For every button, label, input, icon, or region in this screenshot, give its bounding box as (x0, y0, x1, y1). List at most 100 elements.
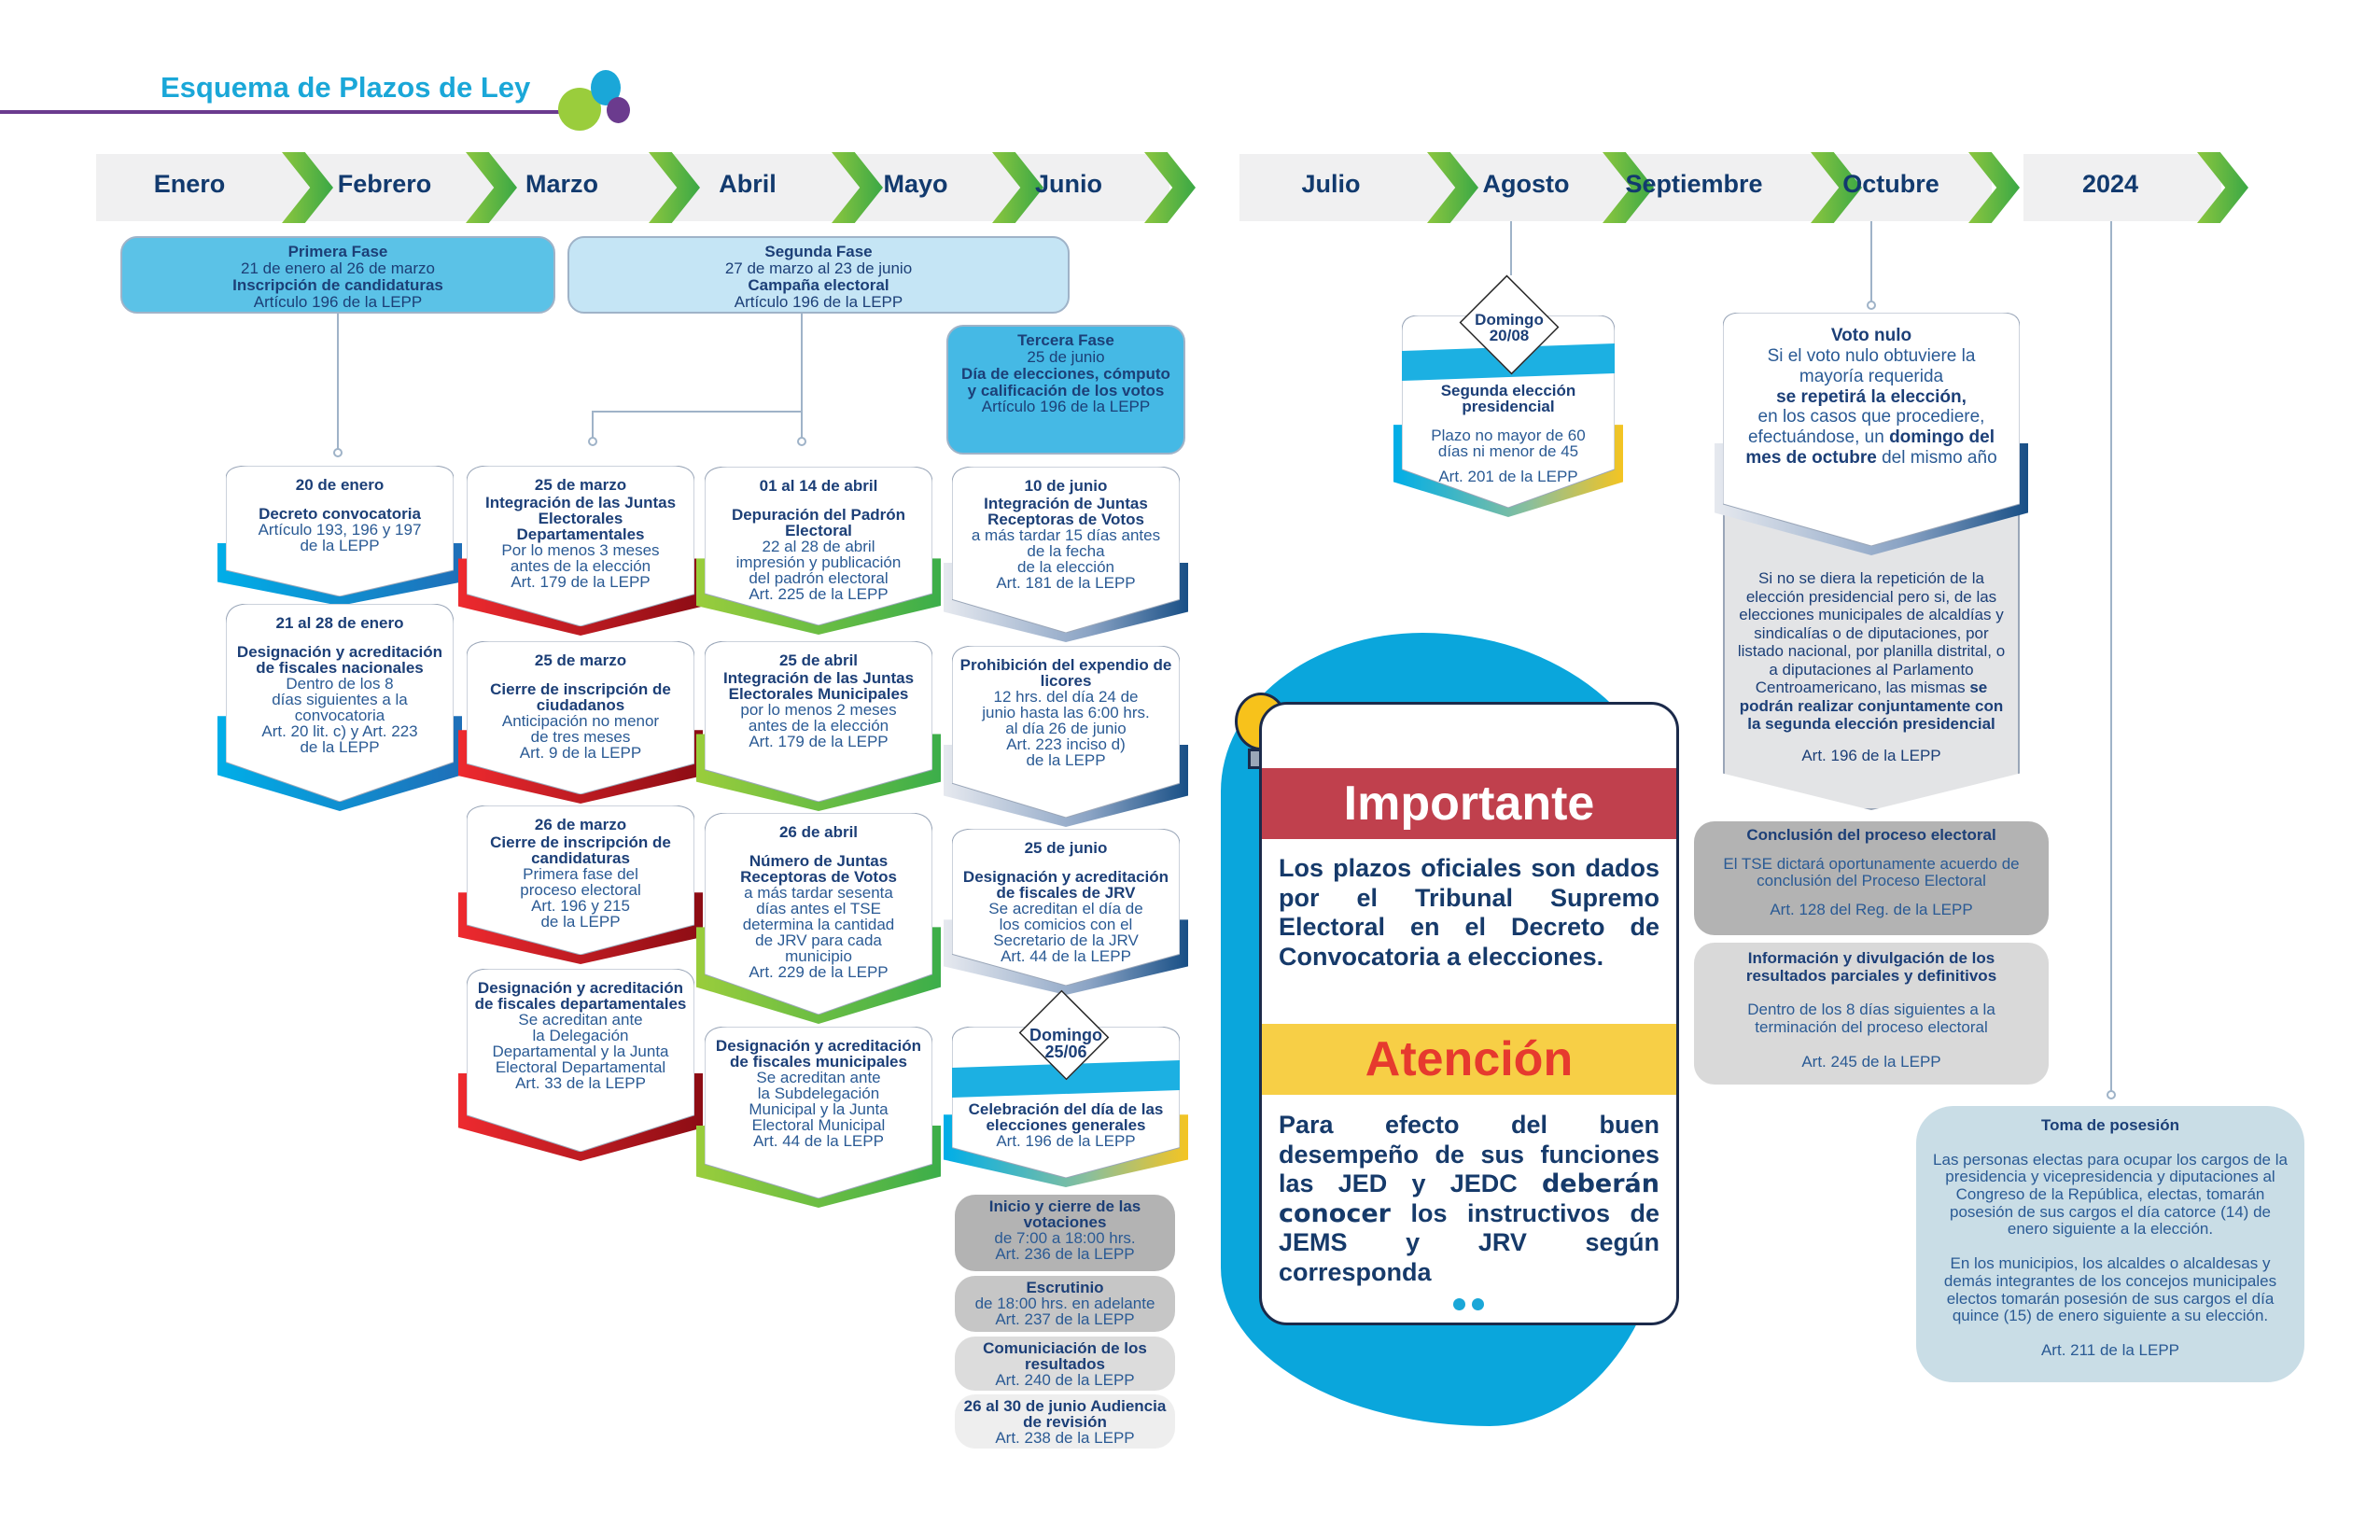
card-body-line: convocatoria (294, 707, 385, 724)
pager-dots (1453, 1298, 1491, 1311)
card-body-line: Anticipación no menor (501, 712, 660, 730)
information-box: Información y divulgación de los resulta… (1694, 943, 2049, 1085)
phase-ref: Artículo 196 de la LEPP (734, 292, 903, 311)
card-body-line: Art. 9 de la LEPP (519, 744, 642, 762)
phase-ref: Artículo 196 de la LEPP (981, 398, 1151, 416)
month-label: Mayo (883, 170, 948, 198)
month-label: Junio (1035, 170, 1102, 198)
card-shape (226, 604, 454, 802)
card-body-line: a más tardar 15 días antes (971, 526, 1161, 544)
card-title: Integración de las Juntas Electorales De… (484, 494, 677, 543)
null-vote-card: Voto nulo Si el voto nulo obtuviere la m… (1715, 313, 2028, 555)
step-body: Art. 238 de la LEPP (995, 1429, 1135, 1447)
step-body: Art. 240 de la LEPP (995, 1371, 1135, 1389)
card-body-line: Se acreditan el día de (988, 900, 1143, 917)
important-text: Los plazos oficiales son dados por el Tr… (1279, 854, 1659, 971)
attention-heading: Atención (1262, 1024, 1676, 1095)
note-emphasis: se podrán realizar conjuntamente con la … (1739, 679, 2004, 734)
card-title: Designación y acreditación de fiscales d… (962, 868, 1169, 902)
card-body-line: de la LEPP (540, 913, 621, 931)
card-body: Plazo no mayor de 60 días ni menor de 45 (1431, 427, 1586, 460)
card-body-line: Departamental y la Junta (492, 1043, 669, 1060)
month-label: 2024 (2081, 170, 2139, 198)
card-date: 26 de abril (778, 823, 859, 841)
connector (2110, 221, 2112, 1094)
card-shape (467, 969, 694, 1152)
card-date: 25 de marzo (534, 476, 627, 494)
card-title: Cierre de inscripción de candidaturas (490, 833, 671, 867)
box-ref: Art. 211 de la LEPP (2040, 1340, 2180, 1359)
phase-ref: Artículo 196 de la LEPP (253, 292, 423, 311)
box-body: En los municipios, los alcaldes o alcald… (1943, 1254, 2277, 1325)
card-body-line: impresión y publicación (735, 553, 902, 571)
card-body: en los casos que procediere, efectuándos… (1747, 407, 1985, 448)
card-body: del mismo año (1882, 448, 1997, 469)
card-body-line: Art. 179 de la LEPP (511, 573, 651, 591)
card-body-line: de la fecha (1027, 542, 1105, 560)
card-body-line: de tres meses (530, 728, 631, 746)
ballot-badge: Domingo 20/08 (1475, 311, 1544, 344)
box-title: Información y divulgación de los resulta… (1745, 949, 1997, 985)
connector-dot (797, 437, 806, 446)
card-shape (952, 646, 1180, 818)
card-title: Depuración del Padrón Electoral (731, 506, 906, 539)
attention-text: Para efecto del buen desempeño de sus fu… (1279, 1111, 1659, 1287)
card-body-line: días antes el TSE (756, 900, 881, 917)
card-body-line: Art. 196 de la LEPP (996, 1132, 1136, 1150)
note-ref: Art. 196 de la LEPP (1801, 746, 1941, 764)
step-title: Inicio y cierre de las votaciones (988, 1197, 1141, 1231)
step-body: de 18:00 hrs. en adelante (974, 1295, 1155, 1312)
attention-text-a: Para efecto del buen desempeño de sus fu… (1279, 1111, 1659, 1198)
card-title: Designación y acreditación de fiscales d… (474, 979, 687, 1013)
phase-dates: 25 de junio (1027, 347, 1105, 366)
card-date: 20 de enero (295, 476, 385, 494)
card-body-line: al día 26 de junio (1005, 720, 1127, 737)
card-body-line: Artículo 193, 196 y 197 (258, 521, 422, 539)
step-title: Comuniciación de los resultados (983, 1339, 1147, 1373)
card-body-line: Art. 225 de la LEPP (749, 585, 889, 603)
card-body-line: Art. 223 inciso d) (1006, 735, 1126, 753)
timeline-card: Designación y acreditación de fiscales d… (458, 969, 703, 1161)
card-title: Designación y acreditación de fiscales m… (715, 1037, 922, 1071)
connector (1510, 221, 1512, 275)
connector (337, 314, 339, 452)
card-body-line: Art. 196 y 215 (531, 897, 630, 915)
card-shape (226, 466, 454, 596)
card-body-line: Art. 181 de la LEPP (996, 574, 1136, 592)
card-body-line: Art. 33 de la LEPP (515, 1074, 646, 1092)
month-bar-3 (2023, 154, 2221, 221)
card-body-line: Municipal y la Junta (749, 1100, 889, 1118)
phase-name: Segunda Fase (764, 243, 873, 260)
connector-dot (1867, 301, 1876, 310)
card-body-line: Art. 44 de la LEPP (753, 1132, 884, 1150)
card-emphasis: se repetirá la elección, (1776, 386, 1967, 407)
card-date: 25 de junio (1024, 839, 1108, 857)
card-body-line: de la LEPP (300, 738, 380, 756)
attention-emphasis: deberán conocer (1279, 1169, 1659, 1228)
month-label: Marzo (525, 170, 599, 198)
important-heading: Importante (1262, 768, 1676, 839)
card-body-line: Primera fase del (523, 865, 638, 883)
card-date: 25 de marzo (534, 651, 627, 669)
card-title: Número de Juntas Receptoras de Votos (740, 852, 897, 886)
card-body-line: municipio (785, 947, 852, 965)
connector-dot (333, 448, 343, 457)
month-label: Octubre (1842, 170, 1939, 198)
card-body-line: Por lo menos 3 meses (501, 541, 660, 559)
card-title: Cierre de inscripción de ciudadanos (490, 680, 671, 714)
month-label: Agosto (1482, 170, 1570, 198)
card-body-line: días siguientes a la (272, 691, 408, 708)
card-body-line: Secretario de la JRV (993, 931, 1139, 949)
phase-dates: 21 de enero al 26 de marzo (241, 259, 435, 277)
card-title: Decreto convocatoria (259, 505, 421, 523)
